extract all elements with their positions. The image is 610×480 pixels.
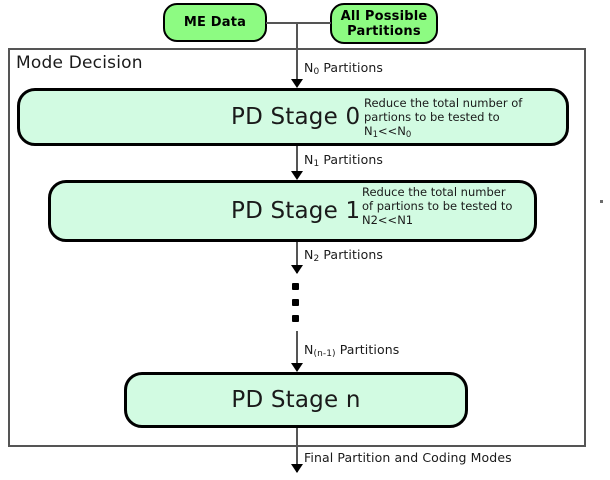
node-pd-stage-n-title: PD Stage n (231, 387, 361, 413)
arrowhead-output (291, 464, 303, 473)
edge-label-n-minus-1-partitions: N(n-1) Partitions (304, 342, 399, 359)
note-line2-pre: partions to be tested to N (364, 110, 500, 138)
edge-label-n2-suffix: Partitions (319, 247, 383, 262)
node-pd-stage-n-inner: PD Stage n (127, 375, 465, 425)
node-pd-stage-1-note-line1: Reduce the total number (362, 185, 506, 199)
stray-mark (600, 200, 603, 203)
node-pd-stage-1-note-line2: of partions to be tested to (362, 199, 513, 213)
arrowhead-to-stage-1 (291, 171, 303, 180)
node-pd-stage-n[interactable]: PD Stage n (124, 372, 468, 428)
connector-stage-1-to-ellipsis (296, 242, 298, 273)
node-pd-stage-1-title: PD Stage 1 (231, 198, 361, 224)
arrowhead-to-stage-0 (291, 79, 303, 88)
node-all-possible-partitions[interactable]: All Possible Partitions (330, 3, 438, 44)
arrowhead-to-stage-n (291, 363, 303, 372)
connector-stage-n-to-output (296, 428, 298, 472)
node-pd-stage-0-note-line1: Reduce the total number of (364, 96, 523, 110)
edge-label-nn1-subscript: (n-1) (313, 349, 336, 359)
edge-label-n0-prefix: N (304, 60, 314, 75)
vertical-ellipsis (292, 283, 304, 331)
edge-label-nn1-prefix: N (304, 342, 314, 357)
edge-label-n2-subscript: 2 (313, 254, 320, 264)
node-me-data[interactable]: ME Data (163, 3, 267, 42)
mode-decision-title: Mode Decision (16, 53, 143, 73)
node-pd-stage-1-note: Reduce the total number of partions to b… (362, 185, 530, 227)
edge-label-n2-prefix: N (304, 247, 314, 262)
connector-to-stage-0 (296, 22, 298, 80)
edge-label-final-partition-and-coding-modes: Final Partition and Coding Modes (304, 450, 512, 465)
connector-ellipsis-to-stage-n (296, 331, 298, 364)
connector-stage-0-to-stage-1 (296, 146, 298, 172)
node-pd-stage-1[interactable] (48, 180, 537, 242)
ellipsis-dot-2 (292, 299, 299, 306)
edge-label-n1-suffix: Partitions (319, 152, 383, 167)
connector-sources-horizontal (266, 22, 331, 24)
node-pd-stage-0-title: PD Stage 0 (231, 104, 361, 130)
arrowhead-below-stage-1 (291, 265, 303, 274)
node-pd-stage-0-note-line2: partions to be tested to N1<<N0 (364, 110, 550, 142)
node-all-possible-partitions-label-line1: All Possible (340, 8, 428, 24)
node-pd-stage-0-note: Reduce the total number of partions to b… (364, 96, 550, 142)
node-pd-stage-1-note-line3: N2<<N1 (362, 213, 414, 227)
edge-label-n0-suffix: Partitions (319, 60, 383, 75)
edge-label-n1-prefix: N (304, 152, 314, 167)
note-line2-sub1: 1 (372, 130, 379, 140)
edge-label-n1-partitions: N1 Partitions (304, 152, 383, 169)
node-pd-stage-0[interactable] (17, 88, 569, 146)
node-me-data-label: ME Data (183, 15, 247, 30)
edge-label-nn1-suffix: Partitions (335, 342, 400, 357)
ellipsis-dot-3 (292, 315, 299, 322)
node-all-possible-partitions-label-line2: Partitions (347, 23, 421, 39)
edge-label-n2-partitions: N2 Partitions (304, 247, 383, 264)
note-line2-mid: <<N (378, 124, 406, 138)
edge-label-n0-subscript: 0 (313, 67, 320, 77)
ellipsis-dot-1 (292, 283, 299, 290)
edge-label-n1-subscript: 1 (313, 159, 320, 169)
edge-label-n0-partitions: N0 Partitions (304, 60, 383, 77)
note-line2-sub2: 0 (405, 130, 412, 140)
